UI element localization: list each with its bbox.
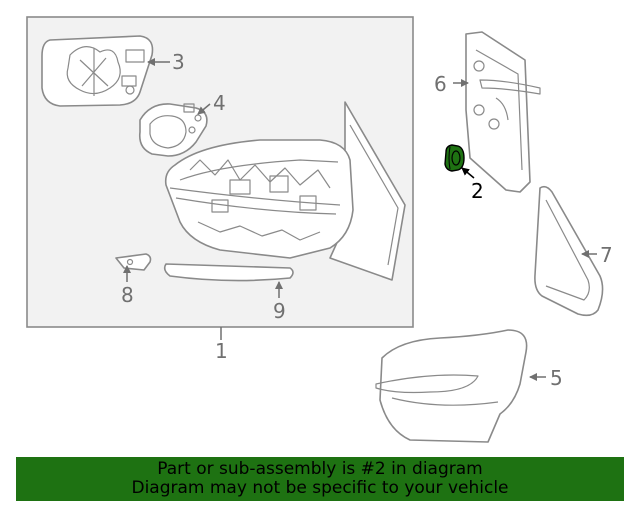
part-info-banner: Part or sub-assembly is #2 in diagram Di… <box>16 457 624 501</box>
callout-4-label: 4 <box>213 91 226 115</box>
callout-6-label: 6 <box>434 72 447 96</box>
callout-9-label: 9 <box>273 299 286 323</box>
mirror-housing-assembly[interactable] <box>164 101 406 281</box>
callout-3-label: 3 <box>172 50 185 74</box>
callout-2-label: 2 <box>471 179 484 203</box>
banner-line-2: Diagram may not be specific to your vehi… <box>131 478 509 498</box>
mirror-trim-cover-part[interactable] <box>534 185 604 317</box>
parts-diagram: 3 4 1 8 9 6 7 5 2 <box>26 16 613 443</box>
callout-2-leader <box>461 167 475 179</box>
callout-5-label: 5 <box>550 366 563 390</box>
banner-line-1: Part or sub-assembly is #2 in diagram <box>157 459 483 479</box>
callout-8-label: 8 <box>121 283 134 307</box>
mirror-actuator-part[interactable] <box>138 103 208 157</box>
callout-1-label: 1 <box>215 339 228 363</box>
turn-signal-lamp-part[interactable] <box>163 263 294 282</box>
mirror-cap-part[interactable] <box>375 329 528 443</box>
mirror-glass-part[interactable] <box>41 35 154 107</box>
mirror-base-cover-part[interactable] <box>465 31 541 193</box>
callout-4-leader <box>197 103 211 115</box>
grommet-part-highlighted[interactable] <box>444 144 465 172</box>
callout-7-label: 7 <box>600 243 613 267</box>
